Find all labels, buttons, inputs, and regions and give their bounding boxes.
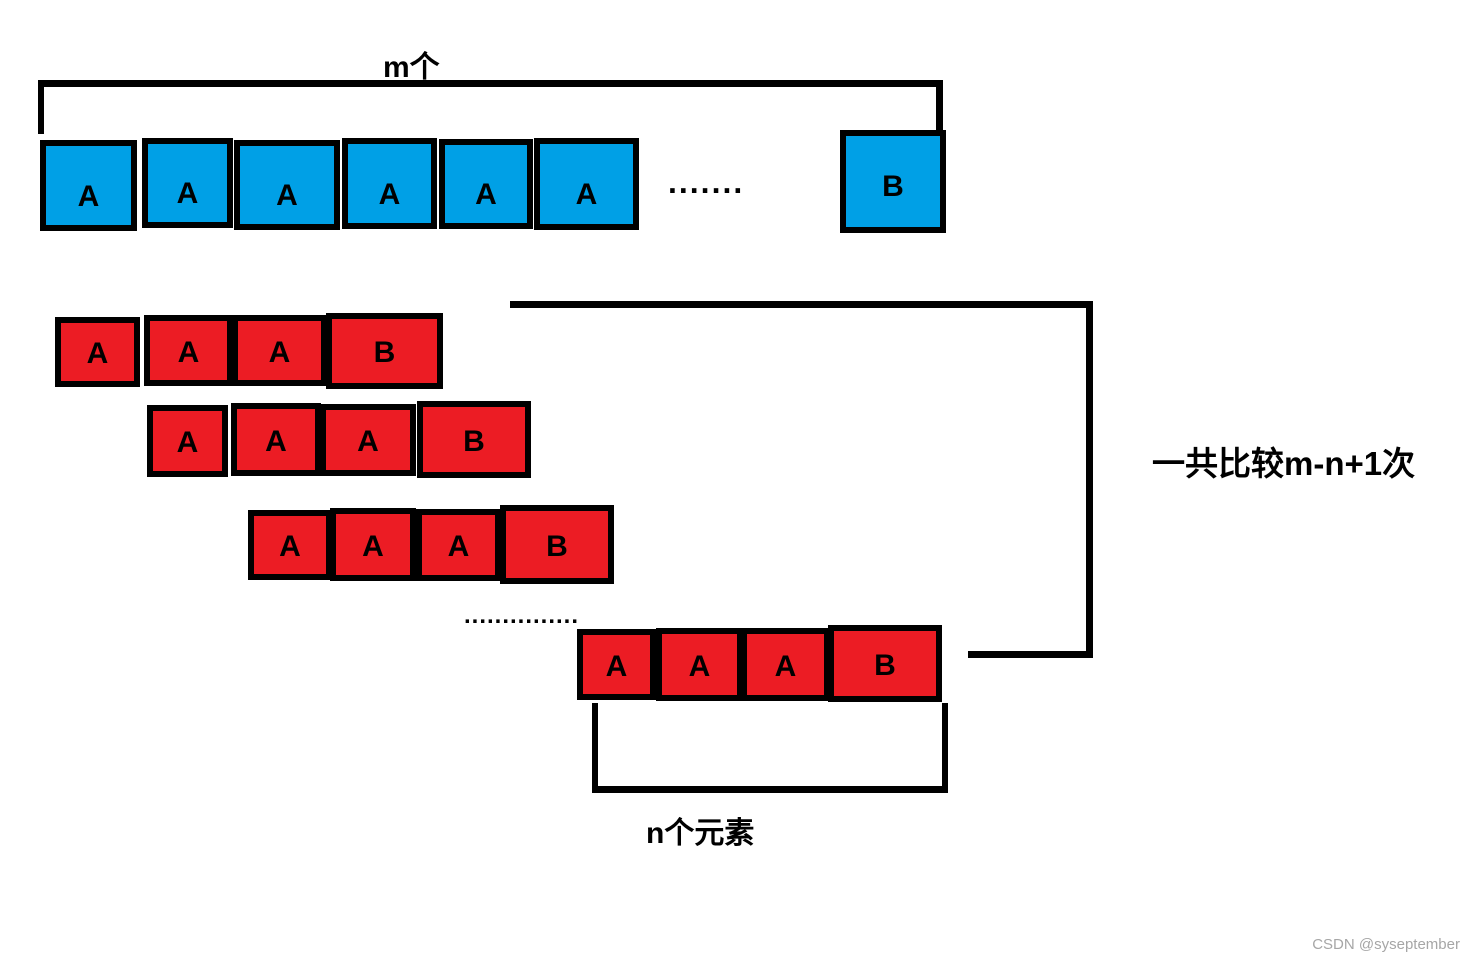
pattern-cell: A bbox=[147, 405, 228, 477]
m-count-label: m个 bbox=[383, 51, 440, 84]
pattern-cell: A bbox=[231, 403, 321, 476]
m-bracket-left-line bbox=[38, 84, 44, 134]
n-bracket-bottom-line bbox=[592, 786, 948, 793]
pattern-cell: B bbox=[326, 313, 443, 389]
n-bracket-right-line bbox=[942, 703, 948, 791]
array-cell: A bbox=[40, 140, 137, 231]
array-cell: A bbox=[342, 138, 437, 229]
n-bracket-left-line bbox=[592, 703, 598, 793]
array-tail-cell: B bbox=[840, 130, 946, 233]
pattern-cell: A bbox=[416, 509, 501, 581]
pattern-cell: A bbox=[577, 629, 656, 700]
pattern-cell: A bbox=[330, 508, 416, 581]
pattern-cell: A bbox=[55, 317, 140, 387]
watermark-text: CSDN @syseptember bbox=[1312, 936, 1460, 953]
pattern-cell: A bbox=[248, 510, 332, 580]
m-bracket-right-line bbox=[936, 84, 943, 132]
pattern-cell: B bbox=[500, 505, 614, 584]
pattern-cell: A bbox=[741, 628, 830, 701]
m-bracket-top-line bbox=[38, 80, 943, 87]
rows-ellipsis: ............... bbox=[464, 602, 580, 629]
n-count-label: n个元素 bbox=[646, 817, 755, 850]
comparisons-connector-top-line bbox=[510, 301, 1093, 308]
pattern-cell: A bbox=[656, 628, 743, 701]
comparisons-connector-bottom-line bbox=[968, 651, 1093, 658]
array-cell: A bbox=[534, 138, 639, 230]
pattern-cell: B bbox=[828, 625, 942, 702]
array-ellipsis: ....... bbox=[668, 164, 745, 200]
pattern-cell: A bbox=[320, 404, 416, 476]
pattern-cell: A bbox=[144, 315, 233, 386]
array-cell: A bbox=[439, 139, 533, 229]
comparisons-annotation: 一共比较m-n+1次 bbox=[1152, 445, 1416, 482]
pattern-cell: B bbox=[417, 401, 531, 478]
comparisons-connector-vertical-line bbox=[1086, 301, 1093, 657]
pattern-cell: A bbox=[232, 315, 327, 386]
array-cell: A bbox=[142, 138, 233, 228]
array-cell: A bbox=[234, 140, 340, 230]
